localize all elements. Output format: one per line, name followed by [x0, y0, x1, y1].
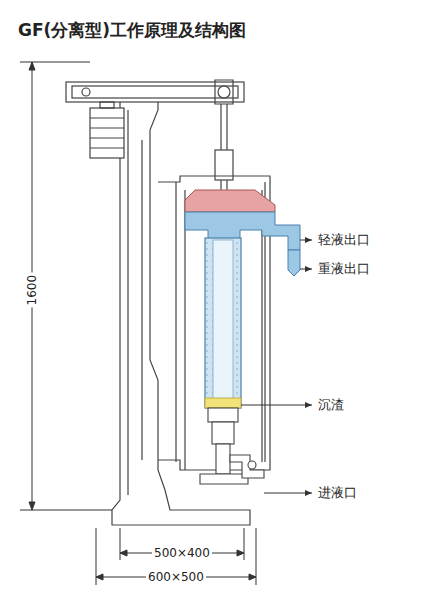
inlet-label: 进液口	[318, 485, 357, 501]
dimension: 500×400	[152, 546, 212, 560]
dimension: 600×500	[146, 570, 206, 584]
diagram-title: GF(分离型)工作原理及结构图	[18, 20, 246, 40]
part-label: 沉渣	[318, 397, 344, 413]
dimension: 1600	[25, 273, 39, 308]
outlet-label: 轻液出口	[318, 232, 370, 248]
outlet-label: 重液出口	[318, 261, 370, 277]
